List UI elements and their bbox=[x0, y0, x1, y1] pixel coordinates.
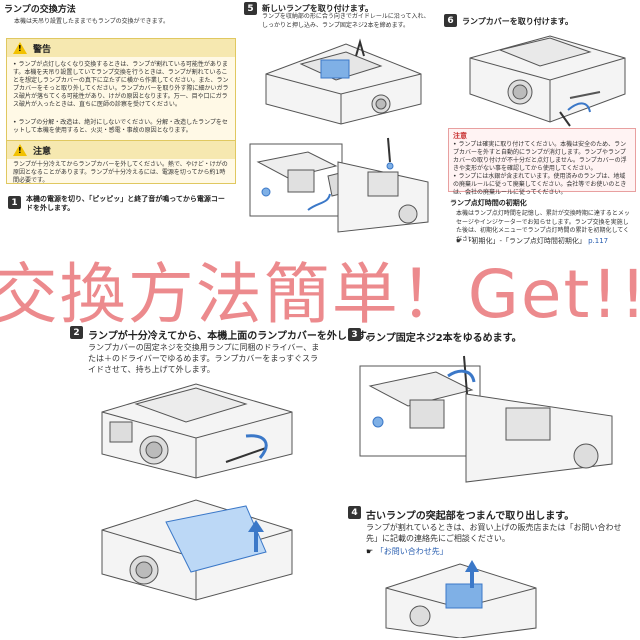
step-3-title: ランプ固定ネジ2本をゆるめます。 bbox=[366, 333, 522, 344]
step-4-number: 4 bbox=[348, 506, 361, 519]
step-6-note-bullet-1: • ランプは確実に取り付けてください。本機は安全のため、ランプカバーを外すと自動… bbox=[453, 141, 627, 172]
projector-remove-screw-illustration bbox=[101, 383, 293, 479]
projector-cover-illustration bbox=[469, 35, 626, 127]
reset-title: ランプ点灯時間の初期化 bbox=[450, 199, 527, 207]
ref-arrow-icon: ☛ bbox=[456, 237, 463, 245]
step-6-note-bullet-2: • ランプには水銀が含まれています。使用済みのランプは、地域の廃棄ルールに従って… bbox=[453, 173, 627, 196]
projector-remove-lamp-illustration bbox=[385, 560, 537, 638]
overlay-headline: 交換方法簡単！Get!! bbox=[0, 256, 640, 333]
step-4-text: ランプが割れているときは、お買い上げの販売店または「お問い合わせ先」に記載の連絡… bbox=[366, 523, 622, 543]
step-1-number: 1 bbox=[8, 196, 21, 209]
step-5-number: 5 bbox=[244, 2, 257, 15]
warning-box: ! 警告 • ランプが点灯しなくなり交換するときは、ランプが割れている可能性があ… bbox=[6, 38, 236, 142]
warning-icon: ! bbox=[13, 42, 27, 54]
warning-bullet-1: • ランプが点灯しなくなり交換するときは、ランプが割れている可能性があります。本… bbox=[13, 61, 229, 108]
step-6-title: ランプカバーを取り付けます。 bbox=[462, 17, 573, 26]
step-2-title: ランプが十分冷えてから、本機上面のランプカバーを外します。 bbox=[88, 331, 376, 342]
step-2-text: ランプカバーの固定ネジを交換用ランプに同梱のドライバー、または＋のドライバーでゆ… bbox=[88, 343, 320, 374]
step-5-title: 新しいランプを取り付けます。 bbox=[262, 4, 373, 13]
step-3-number: 3 bbox=[348, 328, 361, 341]
step-6-number: 6 bbox=[444, 14, 457, 27]
step-4-reference: ☛ 「お問い合わせ先」 bbox=[366, 546, 448, 557]
contact-link[interactable]: 「お問い合わせ先」 bbox=[375, 547, 448, 556]
projector-loosen-screws-illustration bbox=[359, 355, 613, 483]
step-2-number: 2 bbox=[70, 326, 83, 339]
caution-text: ランプが十分冷えてからランプカバーを外してください。熱で、やけど・けがの原因とな… bbox=[13, 161, 228, 184]
caution-box: ! 注意 ランプが十分冷えてからランプカバーを外してください。熱で、やけど・けが… bbox=[6, 140, 236, 184]
ref-arrow-icon: ☛ bbox=[366, 547, 374, 556]
projector-lamp-screw-illustration bbox=[249, 137, 429, 233]
reset-reference: ☛ 「初期化」-「ランプ点灯時間初期化」 p.117 bbox=[456, 237, 609, 245]
projector-slide-cover-illustration bbox=[101, 499, 293, 601]
section-intro: 本機は天吊り設置したままでもランプの交換ができます。 bbox=[14, 18, 170, 25]
warning-bullet-2: • ランプの分解・改造は、絶対にしないでください。分解・改造したランプをセットし… bbox=[13, 119, 228, 134]
step-5-text: ランプを収納部の形に合う向きでガイドレールに沿って入れ、しっかりと押し込み、ラン… bbox=[262, 13, 430, 29]
step-6-note-box: 注意 • ランプは確実に取り付けてください。本機は安全のため、ランプカバーを外す… bbox=[448, 128, 636, 196]
section-title: ランプの交換方法 bbox=[4, 5, 76, 15]
reset-page-link[interactable]: p.117 bbox=[588, 237, 609, 245]
projector-lamp-insert-illustration bbox=[265, 38, 422, 125]
step-4-title: 古いランプの突起部をつまんで取り出します。 bbox=[366, 511, 575, 522]
caution-icon: ! bbox=[13, 144, 27, 156]
warning-header: ! 警告 bbox=[7, 39, 235, 57]
step-6-note-label: 注意 bbox=[453, 132, 467, 140]
step-1-text: 本機の電源を切り、「ピッピッ」と終了音が鳴ってから電源コードを外します。 bbox=[26, 195, 225, 212]
reset-text: 本機はランプ点灯時間を記憶し、累計が交換時期に達するとメッセージやインジケーター… bbox=[456, 210, 630, 243]
warning-label: 警告 bbox=[33, 44, 52, 55]
caution-header: ! 注意 bbox=[7, 141, 235, 159]
caution-label: 注意 bbox=[33, 146, 52, 157]
